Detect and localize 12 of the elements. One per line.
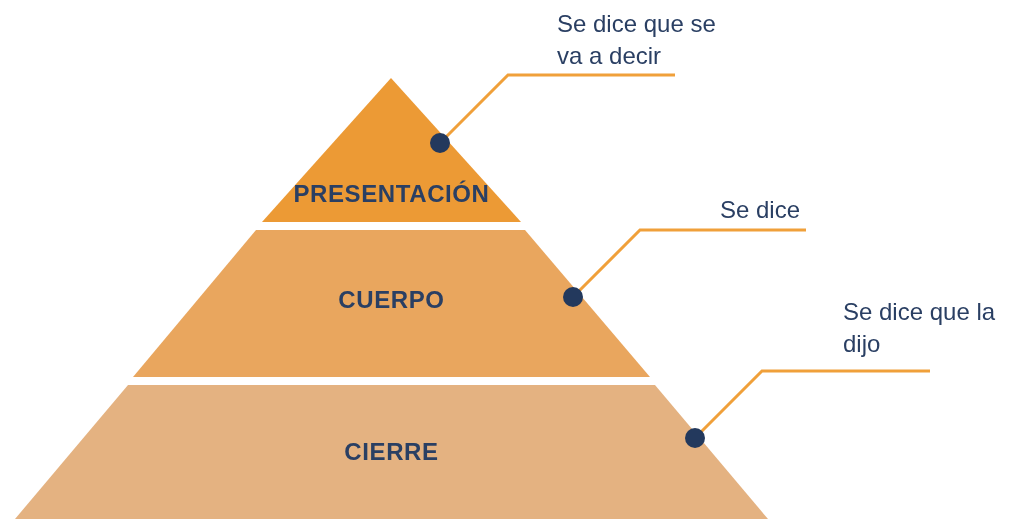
pyramid-tier: [262, 78, 521, 222]
callout-text: Se dice que la dijo: [843, 297, 997, 359]
leader-line: [685, 369, 930, 448]
leader-line: [430, 73, 675, 153]
tier-label: CUERPO: [337, 288, 446, 312]
tier-label: CIERRE: [343, 440, 440, 464]
leader-line: [563, 228, 806, 307]
callout-text: Se dice que se va a decir: [557, 9, 717, 71]
callout-text: Se dice: [720, 195, 802, 225]
pyramid-tier: [15, 385, 768, 519]
pyramid-tier: [133, 230, 650, 377]
tier-label: PRESENTACIÓN: [292, 182, 491, 206]
